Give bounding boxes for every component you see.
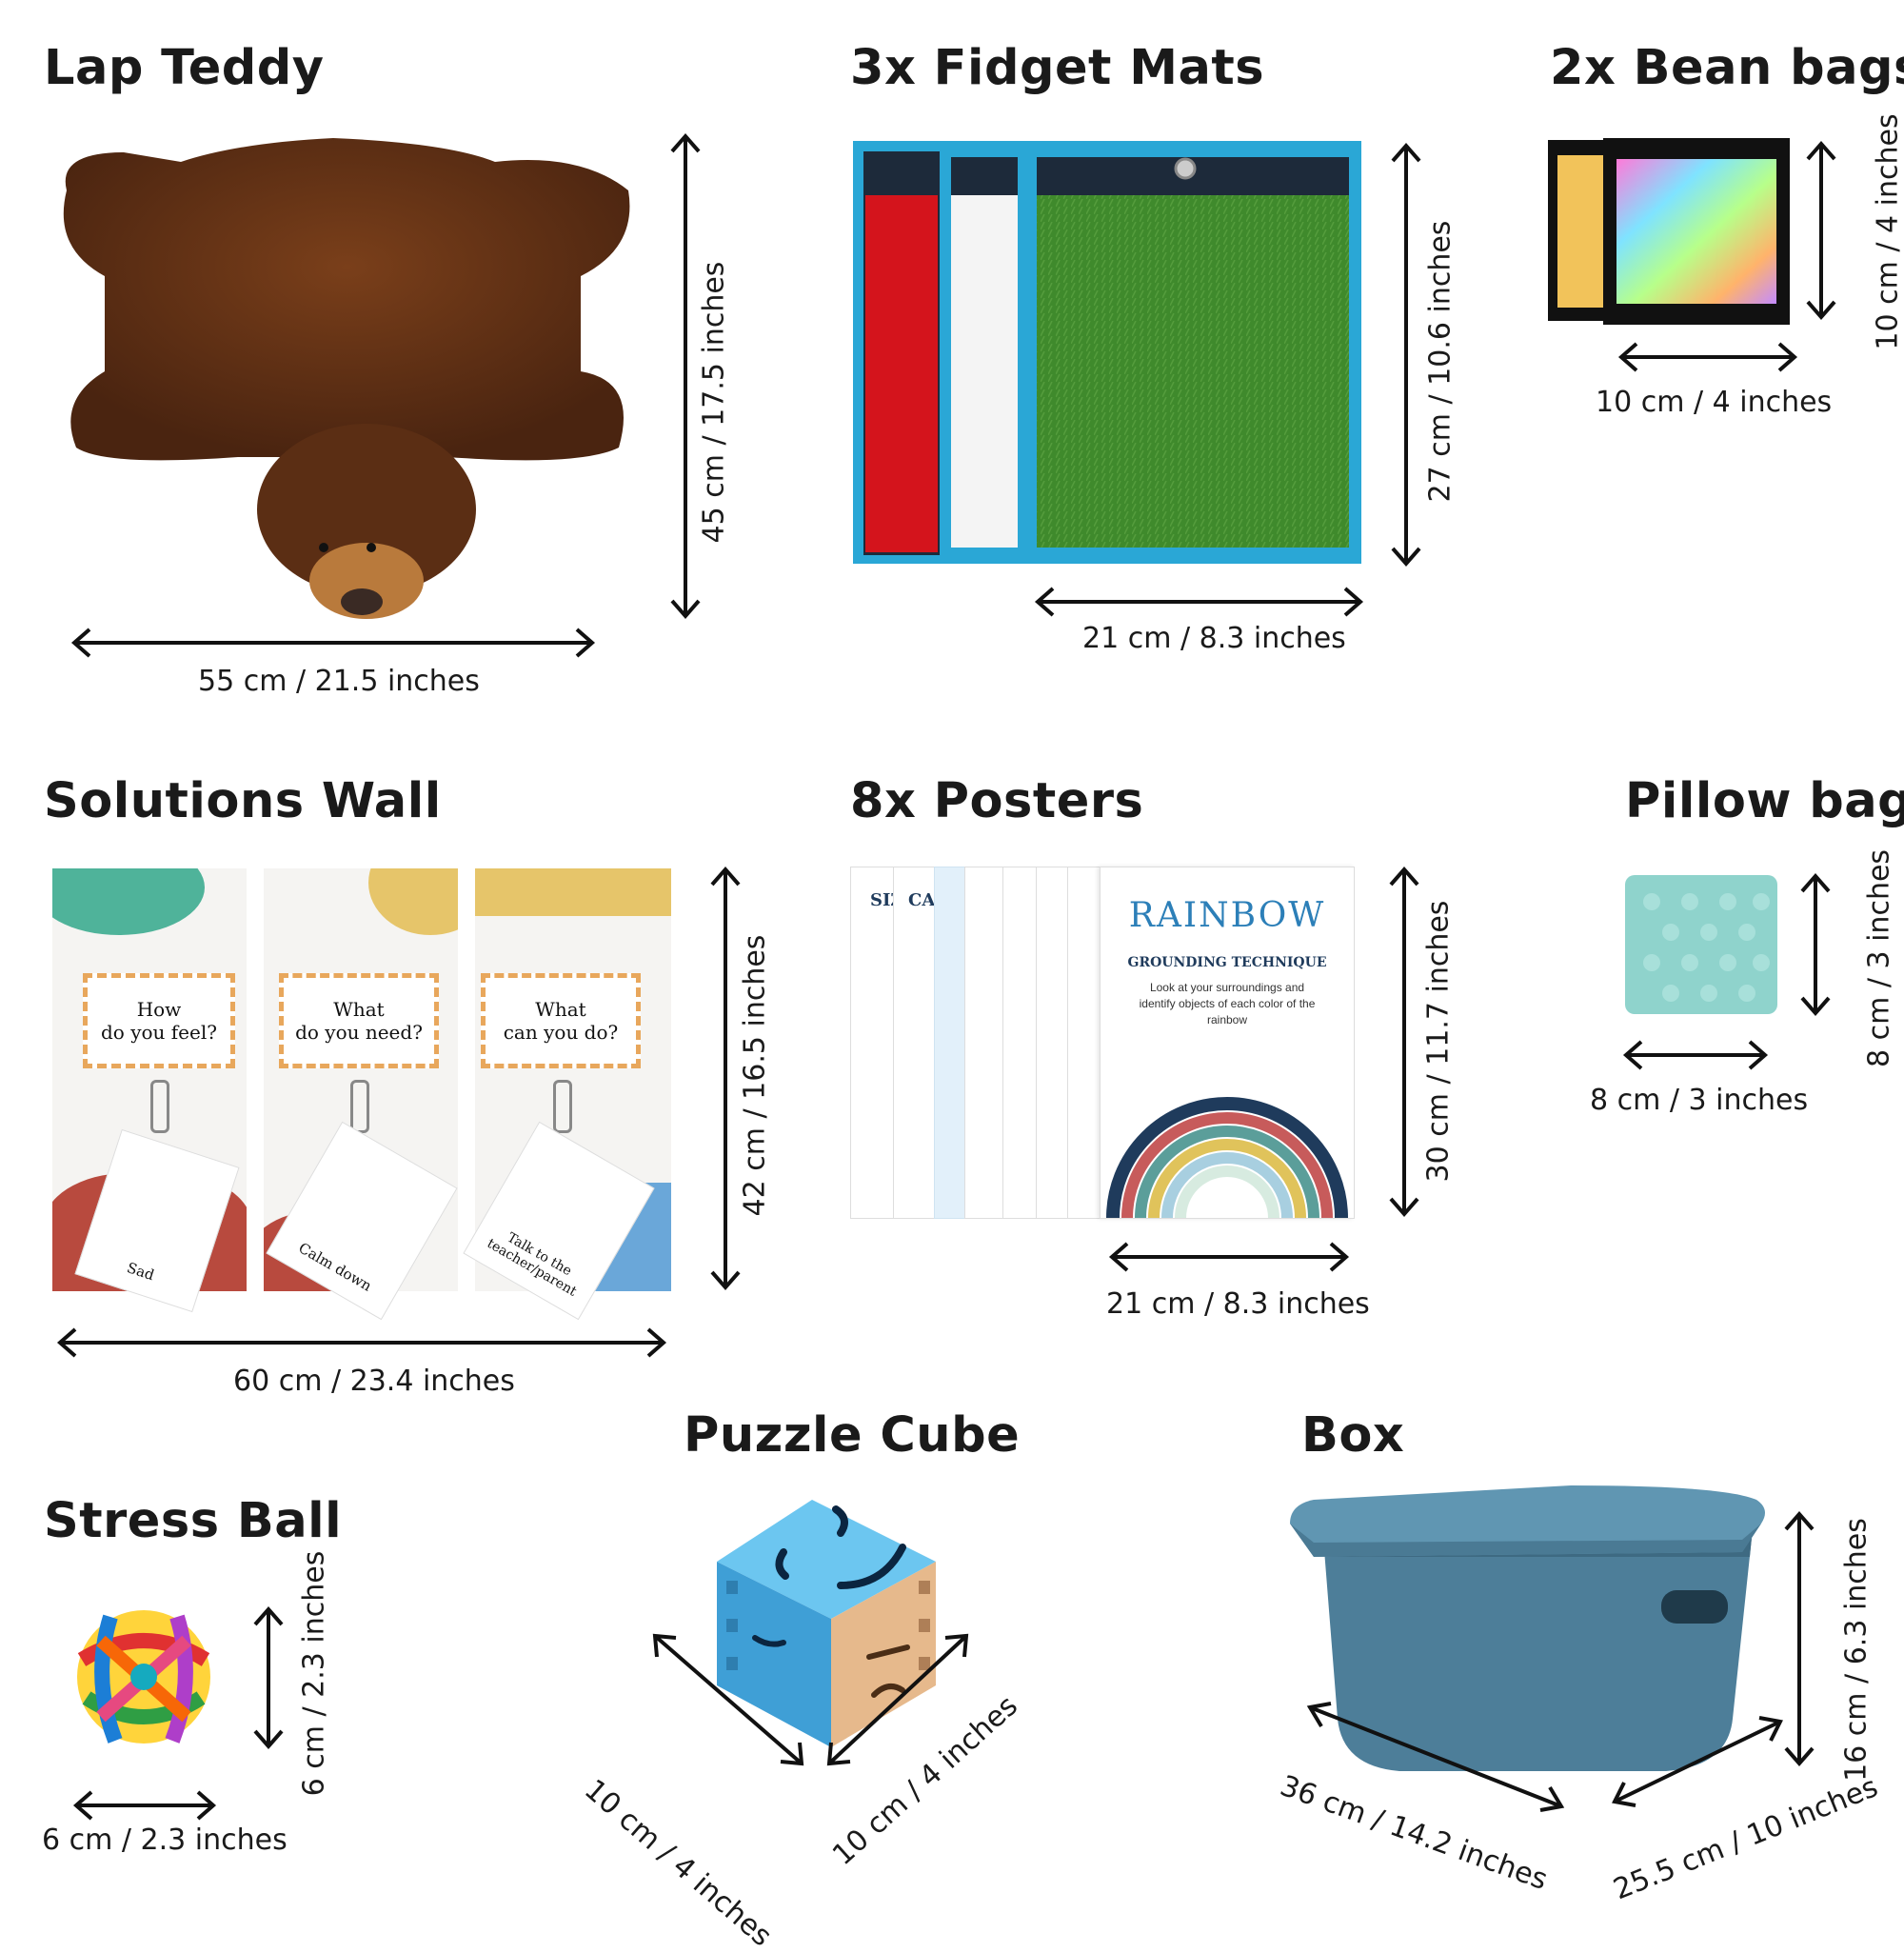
lap-teddy-image [48,133,638,628]
poster-back-2-label: CA [908,890,935,910]
posters-width-label: 21 cm / 8.3 inches [1106,1287,1370,1321]
stress-ball-height-label: 6 cm / 2.3 inches [298,1550,331,1798]
lap-teddy-width-arrow [67,624,600,662]
lap-teddy-height-label: 45 cm / 17.5 inches [698,260,731,546]
hook-icon [150,1080,169,1133]
wall-question-1: How do you feel? [83,973,235,1068]
puzzle-cube-left-label: 10 cm / 4 inches [578,1773,778,1953]
fidget-mats-width-label: 21 cm / 8.3 inches [1082,622,1346,655]
posters-image: SIZ CA RAINBOW GROUNDING TECHNIQUE Look … [850,867,1355,1219]
pillow-bag-height-arrow [1796,868,1835,1021]
fidget-mats-height-arrow [1387,138,1425,571]
posters-title: 8x Posters [850,773,1143,829]
wall-card-1-label: Sad [125,1259,156,1284]
solutions-wall-image: How do you feel? What do you need? What … [52,868,671,1316]
fidget-mats-height-label: 27 cm / 10.6 inches [1424,219,1458,505]
stress-ball-title: Stress Ball [44,1493,342,1549]
hook-icon [350,1080,369,1133]
lap-teddy-title: Lap Teddy [44,40,325,96]
fidget-mats-image [850,138,1364,567]
bean-bags-title: 2x Bean bags [1550,40,1904,96]
box-title: Box [1301,1407,1404,1464]
stress-ball-image [72,1603,215,1750]
puzzle-cube-title: Puzzle Cube [684,1407,1020,1464]
posters-width-arrow [1104,1238,1354,1276]
solutions-wall-width-arrow [52,1324,671,1362]
fidget-mats-width-arrow [1030,583,1368,621]
lap-teddy-width-label: 55 cm / 21.5 inches [198,665,480,698]
solutions-wall-title: Solutions Wall [44,773,442,829]
poster-front-subtitle: GROUNDING TECHNIQUE [1101,955,1354,970]
bean-bags-height-label: 10 cm / 4 inches [1872,109,1904,356]
bean-bags-image [1548,138,1791,329]
puzzle-cube-left-arrow [647,1628,809,1771]
pillow-bag-height-label: 8 cm / 3 inches [1863,835,1896,1083]
hook-icon [553,1080,572,1133]
pillow-bag-image [1623,873,1779,1016]
wall-question-2: What do you need? [279,973,439,1068]
box-height-label: 16 cm / 6.3 inches [1840,1517,1874,1784]
rainbow-icon [1101,1048,1354,1218]
box-width-arrow [1607,1714,1788,1809]
bean-bags-width-label: 10 cm / 4 inches [1596,386,1832,419]
posters-height-label: 30 cm / 11.7 inches [1422,899,1456,1185]
poster-front: RAINBOW GROUNDING TECHNIQUE Look at your… [1100,867,1355,1219]
bean-bags-height-arrow [1802,136,1840,325]
bean-bags-width-arrow [1614,338,1802,376]
wall-question-3: What can you do? [481,973,641,1068]
pillow-bag-width-label: 8 cm / 3 inches [1590,1084,1808,1117]
fidget-mats-title: 3x Fidget Mats [850,40,1264,96]
pillow-bag-title: Pillow bag [1625,773,1904,829]
stress-ball-width-arrow [69,1786,221,1824]
stress-ball-width-label: 6 cm / 2.3 inches [42,1823,288,1857]
solutions-wall-height-label: 42 cm / 16.5 inches [739,933,772,1219]
poster-front-body: Look at your surroundings and identify o… [1137,980,1318,1027]
solutions-wall-width-label: 60 cm / 23.4 inches [233,1365,515,1398]
pillow-bag-width-arrow [1618,1036,1773,1074]
stress-ball-height-arrow [249,1602,288,1754]
poster-front-title: RAINBOW [1101,896,1354,935]
posters-height-arrow [1385,862,1423,1222]
